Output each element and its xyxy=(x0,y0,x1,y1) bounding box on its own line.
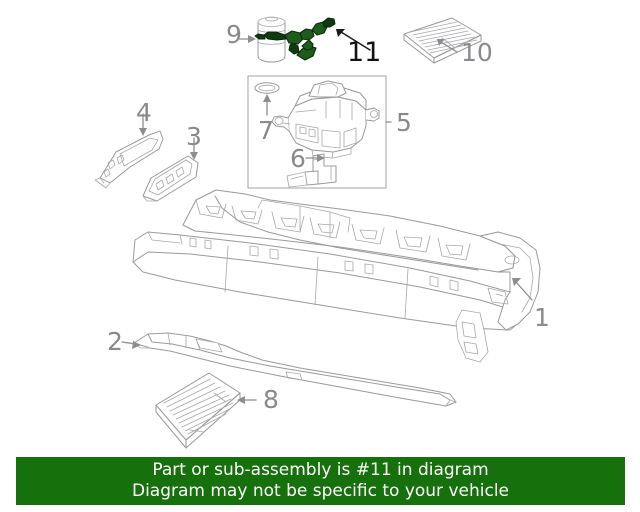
part-6-shifter-mounting-bracket xyxy=(286,153,337,188)
callout-label-11: 11 xyxy=(347,37,382,68)
notice-line-1: Part or sub-assembly is #11 in diagram xyxy=(152,459,489,480)
part-2-console-side-trim-panel xyxy=(133,332,457,407)
callout-label-10: 10 xyxy=(461,38,493,67)
callout-label-4: 4 xyxy=(136,98,152,127)
part-10-console-ribbed-mat xyxy=(403,17,482,64)
leader-lines xyxy=(121,29,533,404)
part-3-console-bracket-strip xyxy=(142,155,199,202)
part-4-console-end-trim-cover xyxy=(94,130,164,189)
callout-label-9: 9 xyxy=(226,20,242,49)
subassembly-frame xyxy=(247,75,387,189)
part-11-wiring-harness-connector xyxy=(254,17,336,61)
part-8-console-storage-tray-mat xyxy=(155,372,241,449)
callout-label-7: 7 xyxy=(258,116,274,145)
part-notice-banner: Part or sub-assembly is #11 in diagram D… xyxy=(16,457,625,505)
callout-label-2: 2 xyxy=(107,327,123,356)
callout-label-6: 6 xyxy=(290,144,306,173)
part-9-cup-holder-insert xyxy=(257,16,286,63)
part-1-center-console-main-body xyxy=(132,189,541,363)
part-7-shifter-seal-ring xyxy=(254,82,280,94)
callout-label-8: 8 xyxy=(263,385,279,414)
callout-label-3: 3 xyxy=(186,122,202,151)
callout-label-1: 1 xyxy=(534,303,550,332)
part-5-gear-shifter-assembly xyxy=(271,80,380,159)
notice-line-2: Diagram may not be specific to your vehi… xyxy=(131,481,509,501)
callout-label-5: 5 xyxy=(396,108,412,137)
